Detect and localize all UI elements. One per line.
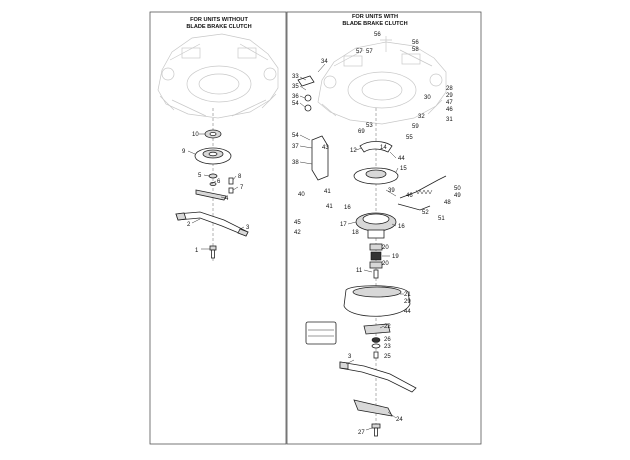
callout-20: 20	[382, 261, 389, 267]
callout-59: 59	[412, 124, 419, 130]
callout-22: 22	[384, 324, 391, 330]
callout-36: 36	[292, 94, 299, 100]
callout-41: 41	[326, 204, 333, 210]
callout-17: 17	[340, 222, 347, 228]
callout-21: 21	[404, 292, 411, 298]
callout-52: 52	[422, 210, 429, 216]
left-header-line-1: FOR UNITS WITHOUT	[190, 17, 248, 23]
callout-3: 3	[246, 225, 250, 231]
callout-23: 23	[384, 344, 391, 350]
callout-37: 37	[292, 144, 299, 150]
callout-12: 12	[350, 148, 357, 154]
callout-19: 19	[392, 254, 399, 260]
callout-9: 9	[182, 149, 186, 155]
callout-54: 54	[292, 101, 299, 107]
callout-41: 41	[324, 189, 331, 195]
right-mower-deck	[317, 36, 447, 125]
callout-16: 16	[398, 224, 405, 230]
callout-34: 34	[321, 59, 328, 65]
left-part-blade-bolt	[209, 245, 217, 259]
callout-47: 47	[446, 100, 453, 106]
right-blade-housing	[343, 285, 411, 317]
right-clutch-assembly	[355, 212, 397, 239]
left-leader-lines	[187, 133, 245, 250]
callout-49: 49	[454, 193, 461, 199]
callout-56: 56	[374, 32, 381, 38]
left-part-stiffener	[195, 189, 227, 201]
callout-58: 58	[412, 47, 419, 53]
callout-55: 55	[406, 135, 413, 141]
right-clutch-plate	[353, 167, 399, 185]
callout-51: 51	[438, 216, 445, 222]
callout-30: 30	[424, 95, 431, 101]
left-part-blade	[175, 211, 249, 237]
callout-39: 39	[388, 188, 395, 194]
right-blade-detail-inset	[305, 321, 337, 345]
callout-5: 5	[198, 173, 202, 179]
callout-44: 44	[404, 309, 411, 315]
left-part-washer-bolt	[208, 173, 234, 194]
callout-69: 69	[358, 129, 365, 135]
left-header-line-2: BLADE BRAKE CLUTCH	[186, 24, 251, 30]
right-header-line-2: BLADE BRAKE CLUTCH	[342, 21, 407, 27]
callout-25: 25	[384, 354, 391, 360]
callout-8: 8	[238, 174, 242, 180]
callout-40: 40	[298, 192, 305, 198]
callout-38: 38	[292, 160, 299, 166]
right-control-bracket	[297, 75, 329, 181]
callout-46: 46	[446, 107, 453, 113]
right-pulley-stack	[369, 243, 383, 279]
left-callout-numbers: 10 9 5 6 8 7 4 2 3 1	[182, 132, 250, 254]
callout-24: 24	[396, 417, 403, 423]
callout-18: 18	[352, 230, 359, 236]
right-part-blade	[339, 361, 417, 393]
callout-31: 31	[446, 117, 453, 123]
callout-33: 33	[292, 74, 299, 80]
callout-11: 11	[356, 268, 363, 274]
callout-53: 53	[366, 123, 373, 129]
callout-10: 10	[192, 132, 199, 138]
left-part-hub	[194, 147, 232, 165]
callout-43: 43	[322, 145, 329, 151]
left-panel-frame	[149, 11, 287, 445]
callout-1: 1	[195, 248, 199, 254]
callout-15: 15	[400, 166, 407, 172]
right-blade-stiffener	[353, 399, 393, 417]
callout-54: 54	[292, 133, 299, 139]
right-leader-lines	[299, 63, 404, 431]
callout-4: 4	[225, 196, 229, 202]
left-part-adapter	[204, 129, 222, 139]
right-brake-pad	[359, 141, 393, 153]
right-callout-numbers: 56 56 58 57 57 33 34 35 36 54 28 29 30 4…	[292, 32, 461, 436]
callout-42: 42	[294, 230, 301, 236]
callout-57: 57	[366, 49, 373, 55]
right-cable-spring	[397, 175, 447, 211]
callout-7: 7	[240, 185, 244, 191]
right-blade-bolt	[371, 423, 381, 437]
callout-20: 20	[382, 245, 389, 251]
right-header-line-1: FOR UNITS WITH	[352, 14, 398, 20]
callout-44: 44	[398, 156, 405, 162]
callout-56: 56	[412, 40, 419, 46]
callout-46: 46	[406, 193, 413, 199]
callout-14: 14	[380, 145, 387, 151]
callout-3: 3	[348, 354, 352, 360]
callout-28: 28	[446, 86, 453, 92]
callout-29: 29	[404, 299, 411, 305]
callout-2: 2	[187, 222, 191, 228]
callout-45: 45	[294, 220, 301, 226]
callout-16: 16	[344, 205, 351, 211]
callout-32: 32	[418, 114, 425, 120]
callout-48: 48	[444, 200, 451, 206]
left-mower-deck	[157, 33, 279, 119]
right-panel-frame	[286, 11, 482, 445]
callout-35: 35	[292, 84, 299, 90]
callout-57: 57	[356, 49, 363, 55]
callout-29: 29	[446, 93, 453, 99]
callout-26: 26	[384, 337, 391, 343]
callout-6: 6	[217, 179, 221, 185]
callout-50: 50	[454, 186, 461, 192]
callout-27: 27	[358, 430, 365, 436]
